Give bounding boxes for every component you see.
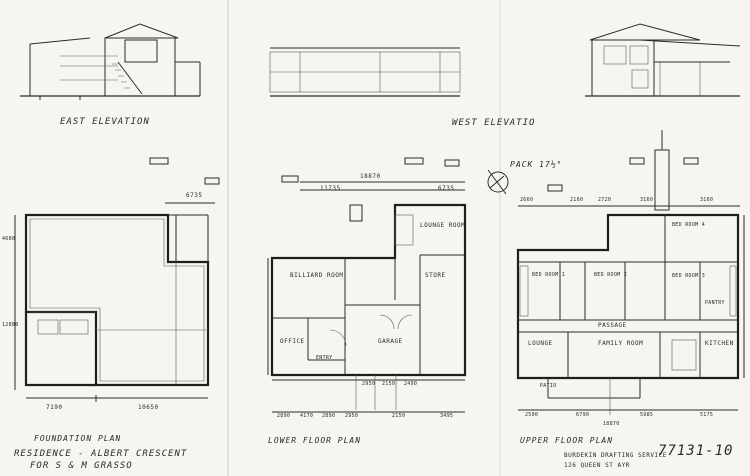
dim-lower-bottom-sub: 2150 <box>382 381 396 387</box>
room-office: OFFICE <box>280 338 305 345</box>
west-elevation-title: WEST ELEVATIO <box>452 118 536 128</box>
upper-floor-plan-title: UPPER FLOOR PLAN <box>520 436 614 445</box>
west-elevation-drawing <box>269 47 461 97</box>
dim-lower-bottom-sub: 2950 <box>362 381 376 387</box>
room-family: FAMILY ROOM <box>598 340 644 347</box>
room-lounge-lower: LOUNGE ROOM <box>420 222 466 229</box>
room-lounge-upper: LOUNGE <box>528 340 553 347</box>
room-patio: PATIO <box>540 383 557 389</box>
dim-foundation-bottom-left: 7190 <box>46 404 63 411</box>
dim-upper-bottom: 5175 <box>700 412 714 418</box>
upper-floor-plan-drawing <box>516 130 745 415</box>
drafting-firm: BURDEKIN DRAFTING SERVICE <box>564 452 667 459</box>
room-kitchen: KITCHEN <box>705 340 734 347</box>
room-store: STORE <box>425 272 446 279</box>
dim-lower-bottom: 2950 <box>345 413 359 419</box>
room-bed3: BED ROOM 3 <box>672 273 706 279</box>
dim-upper-bottom: 6790 <box>576 412 590 418</box>
dim-upper-bottom: 5985 <box>640 412 654 418</box>
drafting-address: 126 QUEEN ST AYR <box>564 462 630 469</box>
room-bed2: BED ROOM 2 <box>594 272 628 278</box>
dim-upper-top: 3160 <box>700 197 714 203</box>
lower-floor-plan-title: LOWER FLOOR PLAN <box>268 436 362 445</box>
dim-left-side: 4680 <box>2 236 16 242</box>
drawing-number: 77131-10 <box>658 443 734 459</box>
room-passage: PASSAGE <box>598 322 627 329</box>
dim-upper-top: 2160 <box>570 197 584 203</box>
dim-upper-bottom: 2500 <box>525 412 539 418</box>
north-arrow <box>487 169 509 195</box>
lower-floor-plan-drawing <box>267 157 467 413</box>
room-entry: ENTRY <box>316 355 333 361</box>
dim-lower-bottom: 2150 <box>392 413 406 419</box>
dim-upper-top: 2660 <box>520 197 534 203</box>
dim-upper-top: 2720 <box>598 197 612 203</box>
dim-foundation-bottom-right: 10650 <box>138 404 159 411</box>
foundation-plan-drawing <box>14 157 220 402</box>
dim-lower-bottom: 3495 <box>440 413 454 419</box>
residence-title: RESIDENCE - ALBERT CRESCENT <box>14 449 188 459</box>
east-elevation-title: EAST ELEVATION <box>60 117 150 127</box>
north-note: PACK 17½° <box>510 160 563 169</box>
dim-lower-top-overall: 18870 <box>360 173 381 180</box>
foundation-plan-title: FOUNDATION PLAN <box>34 434 122 443</box>
dim-lower-top-right: 6735 <box>438 185 455 192</box>
room-garage: GARAGE <box>378 338 403 345</box>
room-bed4: BED ROOM 4 <box>672 222 706 228</box>
room-bed1: BED ROOM 1 <box>532 272 566 278</box>
dim-upper-bottom-overall: 18870 <box>603 421 620 427</box>
dim-left-side: 12880 <box>2 322 19 328</box>
dim-lower-bottom: 2890 <box>322 413 336 419</box>
dim-lower-bottom: 2890 <box>277 413 291 419</box>
room-billiard: BILLIARD ROOM <box>290 272 344 279</box>
dim-lower-top-sub: 11735 <box>320 185 341 192</box>
dim-foundation-top: 6735 <box>186 192 203 199</box>
client-name: FOR S & M GRASSO <box>30 461 133 471</box>
dim-lower-bottom: 4170 <box>300 413 314 419</box>
side-elevation-drawing <box>585 23 741 97</box>
dim-upper-top: 3160 <box>640 197 654 203</box>
room-pantry: PANTRY <box>705 300 725 306</box>
east-elevation-drawing <box>20 23 201 100</box>
dim-lower-bottom-sub: 2490 <box>404 381 418 387</box>
